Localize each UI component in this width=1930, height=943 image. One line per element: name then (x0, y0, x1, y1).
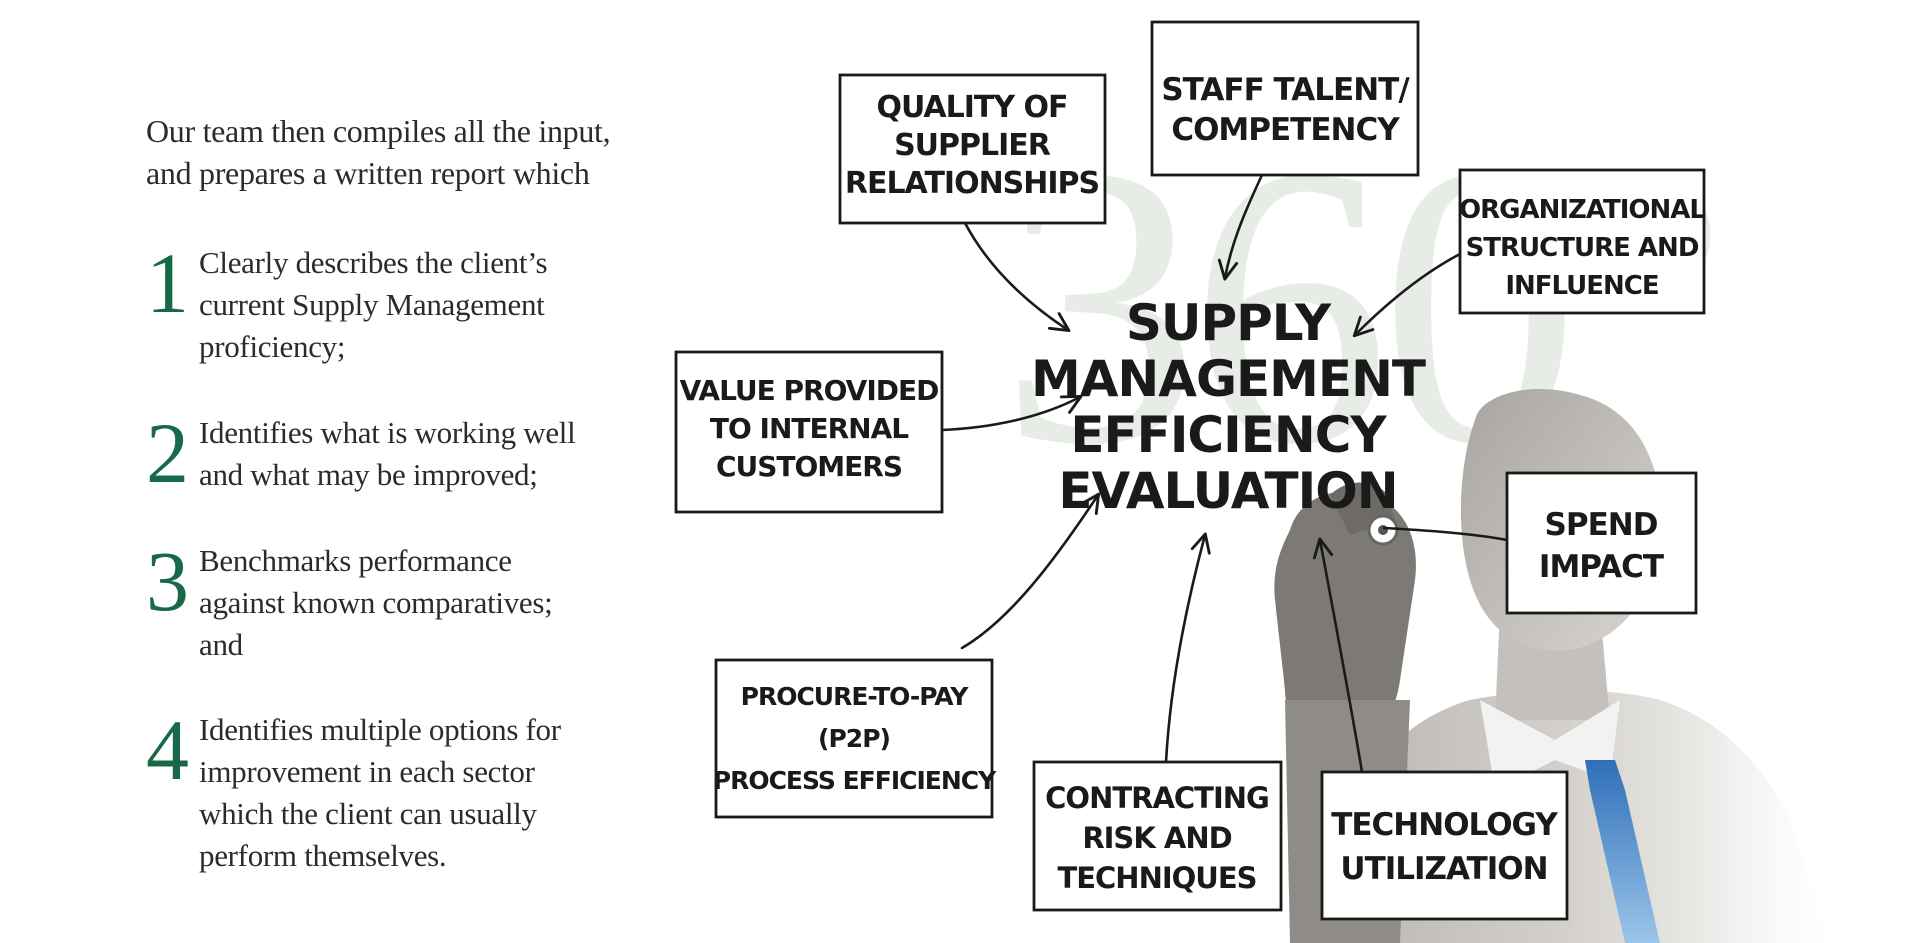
label-line: PROCURE-TO-PAY (741, 682, 970, 711)
arrows (940, 173, 1509, 774)
label-line: COMPETENCY (1171, 112, 1400, 148)
arrow-contract (1164, 532, 1211, 764)
label-line: UTILIZATION (1340, 851, 1547, 887)
label-line: RELATIONSHIPS (845, 166, 1099, 201)
box-tech (1320, 770, 1569, 921)
label-value: VALUE PROVIDED TO INTERNAL CUSTOMERS (680, 374, 939, 483)
list-line: and what may be improved; (199, 457, 538, 492)
label-line: TO INTERNAL (710, 412, 909, 445)
label-line: QUALITY OF (876, 90, 1067, 125)
label-tech: TECHNOLOGY UTILIZATION (1331, 807, 1558, 887)
arrow-quality (963, 221, 1071, 333)
label-staff: STAFF TALENT/COMPETENCY (1161, 72, 1410, 148)
label-contract: CONTRACTING RISK AND TECHNIQUES (1045, 781, 1269, 895)
list-number: 3 (146, 533, 189, 629)
label-line: (P2P) (818, 724, 890, 753)
label-line: CUSTOMERS (716, 450, 902, 483)
list-line: improvement in each sector (199, 754, 535, 789)
label-line: PROCESS EFFICIENCY (713, 766, 997, 795)
label-line: EFFICIENCY (1070, 406, 1387, 464)
arrow-org (1352, 252, 1462, 338)
box-spend (1505, 471, 1698, 615)
label-line: EVALUATION (1058, 462, 1397, 520)
list-line: which the client can usually (199, 796, 537, 831)
label-line: CONTRACTING (1045, 781, 1269, 815)
intro-paragraph: Our team then compiles all the input, an… (146, 110, 666, 194)
list-text: Benchmarks performance against known com… (199, 540, 629, 666)
list-text: Clearly describes the client’s current S… (199, 242, 629, 368)
list-line: and (199, 627, 243, 662)
list-line: Clearly describes the client’s (199, 245, 548, 280)
diagram-boxes (674, 20, 1706, 921)
arrow-value (940, 395, 1083, 432)
list-line: current Supply Management (199, 287, 545, 322)
list-line: against known comparatives; (199, 585, 553, 620)
box-org (1458, 168, 1706, 315)
list-number: 1 (146, 235, 189, 331)
label-spend: SPEND IMPACT (1539, 507, 1664, 585)
label-line: SUPPLY (1126, 294, 1332, 352)
label-line: TECHNIQUES (1057, 861, 1256, 895)
list-text: Identifies multiple options for improvem… (199, 709, 629, 877)
list-line: Identifies what is working well (199, 415, 576, 450)
arrow-staff (1217, 173, 1264, 281)
intro-line: Our team then compiles all the input, (146, 113, 611, 149)
label-line: IMPACT (1539, 549, 1664, 585)
label-line: TECHNOLOGY (1331, 807, 1558, 843)
label-procure: PROCURE-TO-PAY (P2P) PROCESS EFFICIENCY (713, 682, 997, 795)
box-staff (1150, 20, 1420, 177)
label-line: STRUCTURE AND (1466, 233, 1699, 263)
box-value (674, 350, 944, 514)
label-line: INFLUENCE (1505, 271, 1658, 301)
arrow-procure (960, 492, 1101, 650)
list-line: proficiency; (199, 329, 346, 364)
label-line: SUPPLIER (894, 128, 1051, 163)
box-procure (714, 658, 994, 819)
list-line: Identifies multiple options for (199, 712, 561, 747)
label-line: SPEND (1545, 507, 1658, 543)
list-line: perform themselves. (199, 838, 447, 873)
label-line: RISK AND (1082, 821, 1231, 855)
label-line: VALUE PROVIDED (680, 374, 939, 407)
arrow-tech (1312, 537, 1364, 774)
list-number: 2 (146, 405, 189, 501)
box-contract (1032, 760, 1283, 912)
intro-line: and prepares a written report which (146, 155, 590, 191)
list-number: 4 (146, 702, 189, 798)
label-line: ORGANIZATIONAL (1459, 195, 1705, 225)
box-quality (838, 73, 1107, 225)
label-line: MANAGEMENT (1031, 350, 1426, 408)
line-spend (1382, 526, 1509, 542)
label-org: ORGANIZATIONAL STRUCTURE AND INFLUENCE (1459, 195, 1705, 301)
list-line: Benchmarks performance (199, 543, 512, 578)
list-text: Identifies what is working well and what… (199, 412, 629, 496)
label-line: STAFF TALENT/ (1161, 72, 1410, 108)
